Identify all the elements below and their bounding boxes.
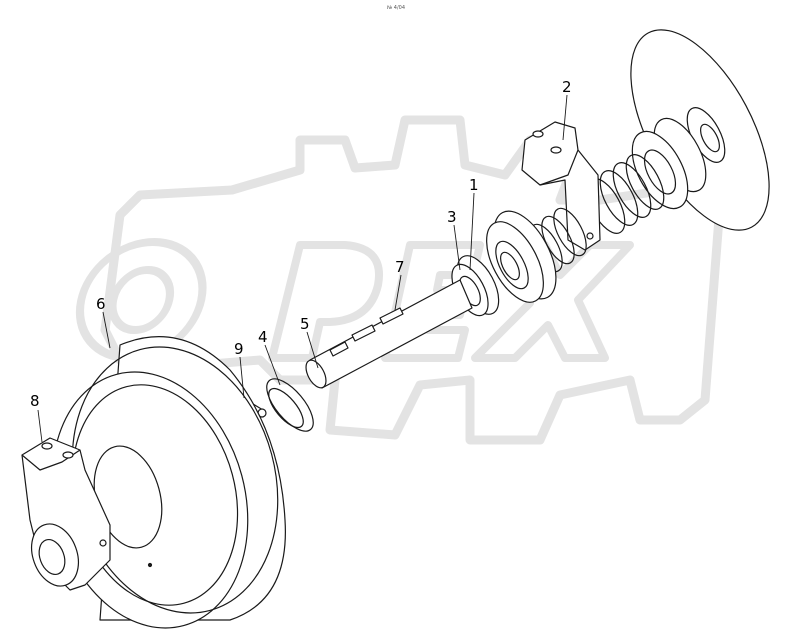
callout-3[interactable]: 3 [447,208,457,226]
shaft [305,279,473,389]
callout-4[interactable]: 4 [258,328,268,346]
disc-hub [631,117,707,210]
callout-8[interactable]: 8 [30,392,40,410]
callout-1[interactable]: 1 [469,176,479,194]
large-disc [630,29,770,231]
callout-7[interactable]: 7 [395,258,405,276]
ring-4 [266,378,314,432]
callout-6[interactable]: 6 [96,295,106,313]
bracket-lower [21,437,111,591]
collar-1 [486,210,557,303]
callout-9[interactable]: 9 [234,340,244,358]
callout-2[interactable]: 2 [562,78,572,96]
leader-lines [37,94,568,443]
ring-3 [451,255,500,317]
watermark-gear-logo [100,115,725,445]
drawing-reference-code: № 4/04 [387,5,406,11]
callout-5[interactable]: 5 [300,315,310,333]
bracket-upper [521,121,601,251]
part-lineart [21,29,770,629]
